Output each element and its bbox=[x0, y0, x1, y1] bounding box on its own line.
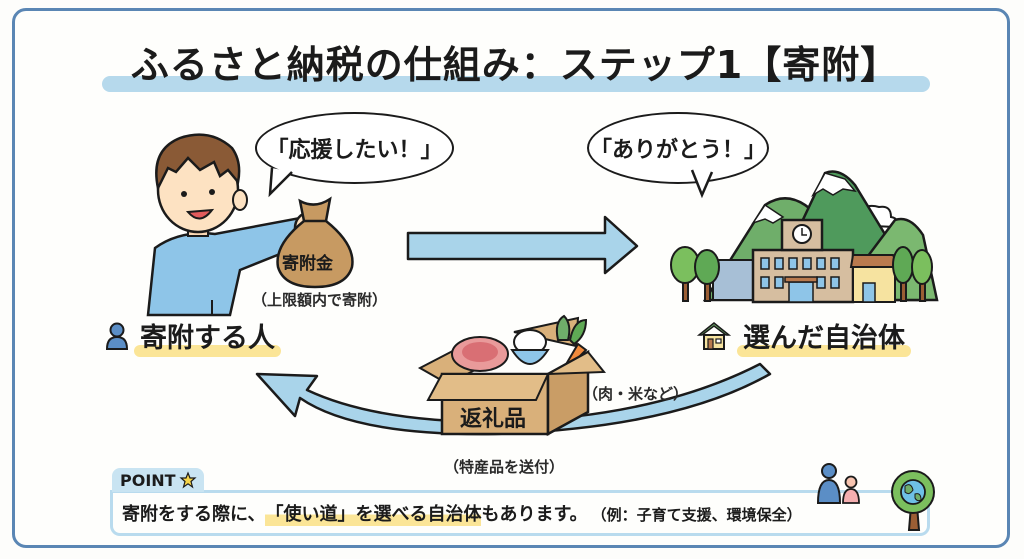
donor-bubble-tail bbox=[268, 167, 293, 198]
house-icon bbox=[696, 321, 732, 350]
donor-illustration bbox=[146, 133, 323, 317]
municipality-speech-text: 「ありがとう！」 bbox=[589, 138, 766, 163]
person-icon bbox=[105, 322, 129, 350]
donor-label: 寄附する人 bbox=[105, 316, 281, 357]
point-box-topline bbox=[110, 490, 930, 493]
donor-label-text: 寄附する人 bbox=[134, 316, 281, 357]
title-underline bbox=[102, 76, 930, 92]
point-tab-label: POINT bbox=[120, 470, 176, 490]
vegetable-icon bbox=[555, 314, 571, 341]
page-title: ふるさと納税の仕組み：ステップ1【寄附】 bbox=[130, 43, 900, 87]
money-bag-label: 寄附金 bbox=[282, 254, 333, 274]
gift-send-note: （特産品を送付） bbox=[444, 458, 565, 476]
family-icon bbox=[816, 463, 860, 504]
town-hall-illustration bbox=[670, 170, 939, 304]
point-text: 寄附をする際に、 「使い道」を選べる自治体 もあります。 （例：子育て支援、環境… bbox=[122, 500, 802, 526]
point-example: （例：子育て支援、環境保全） bbox=[591, 506, 802, 524]
municipality-bubble-tail bbox=[690, 169, 714, 199]
municipality-speech-bubble: 「ありがとう！」 bbox=[587, 112, 769, 184]
gift-box-illustration bbox=[417, 314, 607, 437]
municipality-label: 選んだ自治体 bbox=[696, 316, 911, 357]
gift-box-label: 返礼品 bbox=[460, 407, 527, 432]
point-text-after: もあります。 bbox=[481, 504, 588, 525]
point-tab: POINT bbox=[112, 468, 204, 492]
star-icon bbox=[178, 471, 197, 489]
point-text-before: 寄附をする際に、 bbox=[122, 504, 266, 525]
donation-arrow bbox=[406, 215, 639, 275]
return-gift-arrow bbox=[255, 362, 772, 436]
point-text-highlight: 「使い道」を選べる自治体 bbox=[265, 500, 482, 526]
municipality-label-text: 選んだ自治体 bbox=[737, 316, 911, 357]
earth-tree-icon bbox=[891, 470, 935, 531]
donor-note: （上限額内で寄附） bbox=[252, 291, 388, 309]
gift-contents-note: （肉・米など） bbox=[583, 385, 689, 403]
money-bag-icon bbox=[276, 196, 354, 289]
donor-speech-text: 「応援したい！」 bbox=[266, 138, 443, 163]
title-block: ふるさと納税の仕組み：ステップ1【寄附】 bbox=[100, 32, 930, 94]
point-box bbox=[110, 492, 930, 536]
